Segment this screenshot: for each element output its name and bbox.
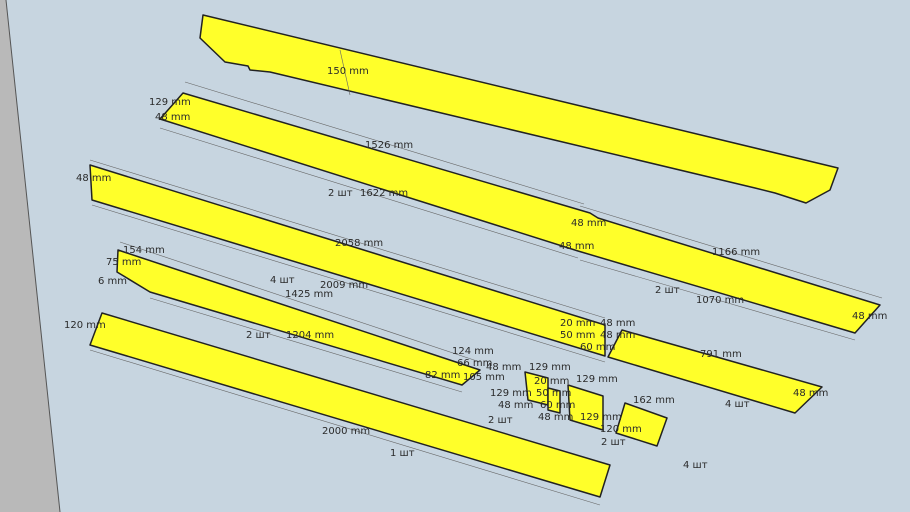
dim-label: 105 mm [463,372,505,383]
dim-label: 120 mm [64,320,106,331]
dim-label: 48 mm [76,173,112,184]
board-2000mm[interactable] [89,312,611,498]
small-piece-joint[interactable] [547,387,561,414]
dim-label: 1425 mm [285,289,334,300]
dim-label: 48 mm [600,330,636,341]
dim-label: 162 mm [633,395,675,406]
dim-label: 129 mm [580,412,622,423]
dim-label: 48 mm [793,388,829,399]
dim-label: 50 mm [536,388,572,399]
small-piece-129b[interactable] [567,384,604,431]
dim-label: 66 mm [457,358,493,369]
dim-label: 129 mm [576,374,618,385]
dim-label: 120 mm [600,424,642,435]
dim-label: 1526 mm [365,140,414,151]
dim-label: 154 mm [123,245,165,256]
count-label: 2 шт [246,330,271,341]
dim-label: 48 mm [559,241,595,252]
dim-label: 48 mm [571,218,607,229]
count-label: 1 шт [390,448,415,459]
board-2058mm[interactable] [89,164,606,357]
dim-label: 1204 mm [286,330,335,341]
dim-label: 1166 mm [712,247,761,258]
dim-label: 48 mm [155,112,191,123]
dim-label: 50 mm [560,330,596,341]
dim-label: 48 mm [486,362,522,373]
dim-label: 791 mm [700,349,742,360]
count-label: 2 шт [328,188,353,199]
dim-label: 2058 mm [335,238,384,249]
board-1622mm[interactable] [159,92,881,334]
dim-label: 1070 mm [696,295,745,306]
board-1425mm[interactable] [116,249,481,386]
count-label: 2 шт [488,415,513,426]
count-label: 4 шт [683,460,708,471]
dim-label: 150 mm [327,66,369,77]
dim-label: 82 mm [425,370,461,381]
dim-label: 20 mm [534,376,570,387]
dim-label: 48 mm [498,400,534,411]
board-791mm[interactable] [607,329,823,414]
ground-plane-edge [0,0,60,512]
dim-label: 48 mm [852,311,888,322]
dim-label: 129 mm [149,97,191,108]
count-label: 2 шт [601,437,626,448]
dim-label: 129 mm [529,362,571,373]
dim-label: 6 mm [98,276,128,287]
dim-label: 124 mm [452,346,494,357]
small-piece-162[interactable] [615,402,668,447]
dim-label: 75 mm [106,257,142,268]
dim-label: 129 mm [490,388,532,399]
board-150mm[interactable] [199,14,839,204]
count-label: 2 шт [655,285,680,296]
count-label: 4 шт [725,399,750,410]
dim-label: 48 mm [600,318,636,329]
dim-label: 60 mm [540,400,576,411]
dim-label: 1622 mm [360,188,409,199]
dim-label: 48 mm [538,412,574,423]
dim-label: 60 mm [580,342,616,353]
dim-label: 20 mm [560,318,596,329]
dim-label: 2000 mm [322,426,371,437]
count-label: 4 шт [270,275,295,286]
dim-label: 2009 mm [320,280,369,291]
